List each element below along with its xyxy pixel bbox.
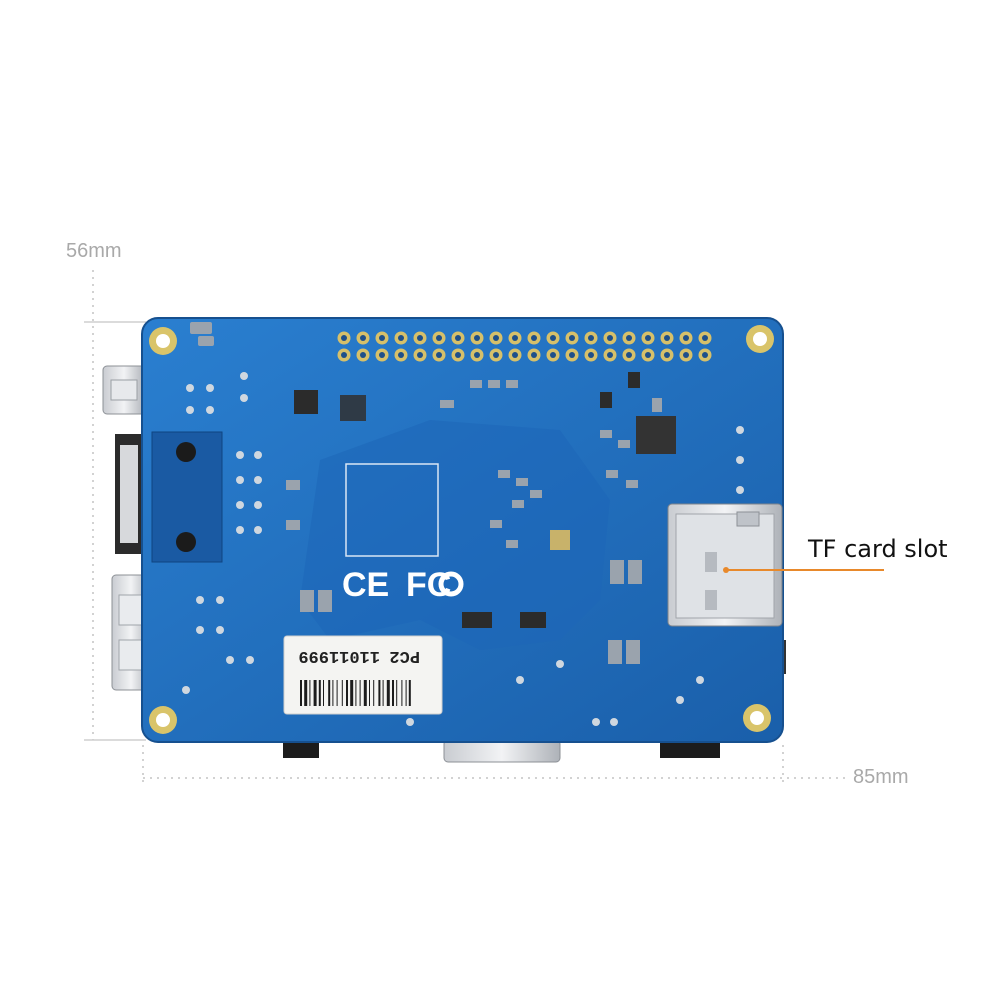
via bbox=[186, 384, 194, 392]
via bbox=[240, 394, 248, 402]
via bbox=[206, 384, 214, 392]
via bbox=[196, 626, 204, 634]
callout-dot bbox=[723, 567, 729, 573]
via bbox=[254, 476, 262, 484]
via bbox=[236, 476, 244, 484]
via bbox=[676, 696, 684, 704]
barcode-bar bbox=[373, 680, 375, 706]
dimension-guides bbox=[84, 270, 845, 785]
tf-card-slot bbox=[667, 503, 783, 627]
barcode-bar bbox=[328, 680, 331, 706]
via bbox=[406, 718, 414, 726]
barcode-bar bbox=[300, 680, 302, 706]
barcode-bar bbox=[355, 680, 357, 706]
barcode-bar bbox=[346, 680, 348, 706]
via bbox=[556, 660, 564, 668]
barcode-bar bbox=[369, 680, 370, 706]
barcode-bar bbox=[382, 680, 384, 706]
via bbox=[216, 596, 224, 604]
ce-mark: CE bbox=[342, 566, 389, 604]
barcode-bar bbox=[350, 680, 354, 706]
via bbox=[186, 406, 194, 414]
trace-region bbox=[300, 420, 610, 650]
via bbox=[236, 526, 244, 534]
via bbox=[206, 406, 214, 414]
tf-card-slot-label: TF card slot bbox=[808, 535, 948, 563]
via bbox=[226, 656, 234, 664]
sticker-serial: 11011999 bbox=[298, 646, 380, 665]
via bbox=[516, 676, 524, 684]
barcode-bar bbox=[392, 680, 394, 706]
barcode-bar bbox=[378, 680, 381, 706]
via bbox=[592, 718, 600, 726]
sticker-model: PC2 bbox=[389, 646, 420, 665]
via bbox=[236, 451, 244, 459]
via bbox=[736, 456, 744, 464]
mounting-holes bbox=[149, 325, 774, 734]
via bbox=[736, 426, 744, 434]
via bbox=[696, 676, 704, 684]
gpio-header-pads bbox=[337, 331, 712, 362]
via bbox=[216, 626, 224, 634]
via bbox=[254, 526, 262, 534]
barcode-bar bbox=[363, 680, 367, 706]
barcode-bar bbox=[401, 680, 403, 706]
barcode-bar bbox=[318, 680, 321, 706]
barcode-bar bbox=[313, 680, 317, 706]
via bbox=[254, 451, 262, 459]
via bbox=[196, 596, 204, 604]
height-dimension-label: 56mm bbox=[66, 240, 122, 262]
barcode-bar bbox=[309, 680, 311, 706]
barcode-bar bbox=[396, 680, 398, 706]
barcode-bar bbox=[336, 680, 338, 706]
barcode-bar bbox=[332, 680, 334, 706]
soc-outline bbox=[345, 463, 439, 557]
via bbox=[182, 686, 190, 694]
smd-components bbox=[190, 322, 676, 664]
via-pads bbox=[182, 372, 744, 726]
barcode-bar bbox=[408, 680, 411, 706]
barcode-bar bbox=[304, 680, 308, 706]
barcode-bar bbox=[405, 680, 407, 706]
fcc-mark: FC bbox=[406, 566, 451, 604]
barcode-sticker bbox=[283, 635, 443, 715]
via bbox=[610, 718, 618, 726]
barcode-bar bbox=[386, 680, 390, 706]
barcode-bar bbox=[323, 680, 324, 706]
barcode-bar bbox=[359, 680, 361, 706]
ethernet-magnetics bbox=[151, 431, 223, 563]
barcode bbox=[300, 680, 411, 706]
via bbox=[246, 656, 254, 664]
barcode-bar bbox=[341, 680, 343, 706]
via bbox=[254, 501, 262, 509]
width-dimension-label: 85mm bbox=[853, 766, 909, 788]
via bbox=[236, 501, 244, 509]
via bbox=[240, 372, 248, 380]
via bbox=[736, 486, 744, 494]
